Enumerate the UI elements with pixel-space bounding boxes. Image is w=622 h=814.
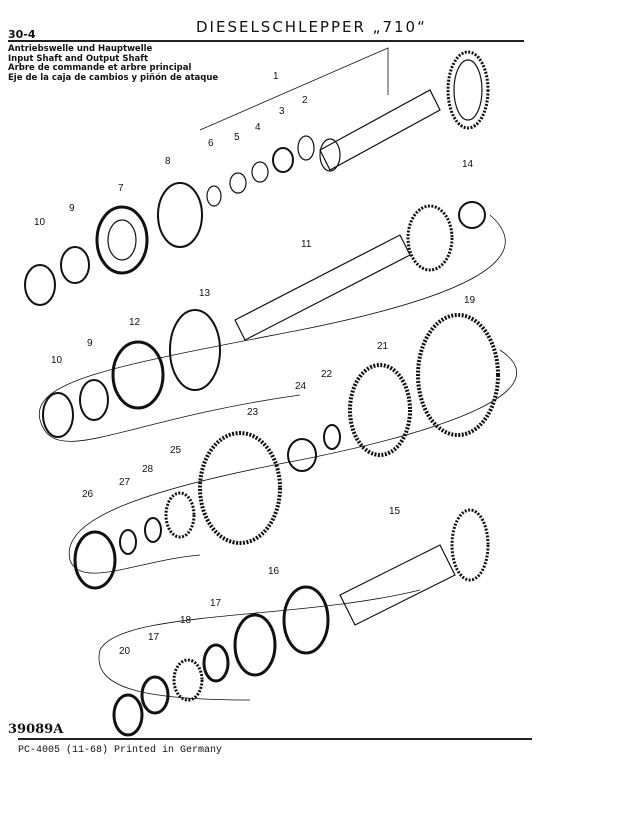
callout: 12 (129, 317, 141, 328)
section-captions: Antriebswelle und Hauptwelle Input Shaft… (8, 44, 219, 83)
part-20 (112, 693, 144, 737)
part-5 (229, 172, 247, 194)
callout: 17 (210, 598, 222, 609)
caption-french: Arbre de commande et arbre principal (8, 63, 192, 73)
part-4 (251, 161, 269, 183)
callout: 6 (208, 138, 214, 149)
callout: 2 (302, 95, 308, 106)
part-9b (79, 379, 109, 421)
part-17b (140, 675, 170, 715)
part-14 (458, 201, 486, 229)
part-10 (24, 264, 56, 306)
part-19-gear (416, 313, 500, 437)
page-number: 30-4 (8, 28, 36, 41)
callout: 5 (234, 132, 240, 143)
callout: 7 (118, 183, 124, 194)
callout: 21 (377, 341, 389, 352)
main-shaft (234, 204, 454, 341)
callout: 22 (321, 369, 333, 380)
caption-english: Input Shaft and Output Shaft (8, 53, 149, 64)
callout: 27 (119, 477, 131, 488)
part-18 (172, 658, 204, 702)
part-7-bore (107, 219, 137, 261)
callout: 14 (462, 159, 474, 170)
caption-spanish: Eje de la caja de cambios y piñón de ata… (8, 72, 219, 83)
page-title: DIESELSCHLEPPER „710“ (196, 18, 427, 36)
callout: 24 (295, 381, 307, 392)
part-17 (202, 643, 230, 683)
part-9 (60, 246, 90, 284)
callout: 26 (82, 489, 94, 500)
figure-number: 39089A (8, 722, 64, 737)
caption-german: Antriebswelle und Hauptwelle (8, 44, 153, 54)
part-23-gear (198, 431, 282, 545)
part-25-gear (164, 491, 196, 539)
callout: 17 (148, 632, 160, 643)
callouts: 1 2 3 4 5 6 8 7 14 9 10 11 13 19 12 9 10… (34, 71, 476, 657)
part-26 (73, 530, 117, 590)
callout: 13 (199, 288, 211, 299)
part-8-snap-ring (157, 182, 203, 248)
callout: 9 (87, 338, 93, 349)
part-22 (323, 424, 341, 450)
part-6 (206, 185, 222, 207)
footer-rule (18, 738, 532, 740)
part-13-ring (169, 309, 221, 391)
part-24 (287, 438, 317, 472)
part-7-bearing (95, 205, 149, 275)
part-15-pinion-shaft (339, 508, 490, 626)
callout: 10 (51, 355, 63, 366)
callout: 15 (389, 506, 401, 517)
header-rule (8, 40, 524, 42)
part-16-bearing-a (282, 585, 330, 655)
callout: 28 (142, 464, 154, 475)
part-2 (297, 135, 315, 161)
callout: 25 (170, 445, 182, 456)
part-12-bearing (111, 340, 165, 410)
part-3-bearing (272, 147, 294, 173)
part-27 (119, 529, 137, 555)
part-28 (144, 517, 162, 543)
callout: 19 (464, 295, 476, 306)
part-21-gear (348, 363, 412, 457)
callout: 1 (273, 71, 279, 82)
callout: 16 (268, 566, 280, 577)
input-shaft (319, 50, 490, 172)
callout: 20 (119, 646, 131, 657)
part-16-bearing-b (233, 613, 277, 677)
part-10b (42, 392, 74, 438)
callout: 4 (255, 122, 261, 133)
callout: 11 (301, 239, 312, 250)
callout: 9 (69, 203, 75, 214)
callout: 18 (180, 615, 192, 626)
footer-text: PC-4005 (11-68) Printed in Germany (18, 745, 223, 756)
callout: 23 (247, 407, 259, 418)
callout: 8 (165, 156, 171, 167)
callout: 10 (34, 217, 46, 228)
callout: 3 (279, 106, 285, 117)
